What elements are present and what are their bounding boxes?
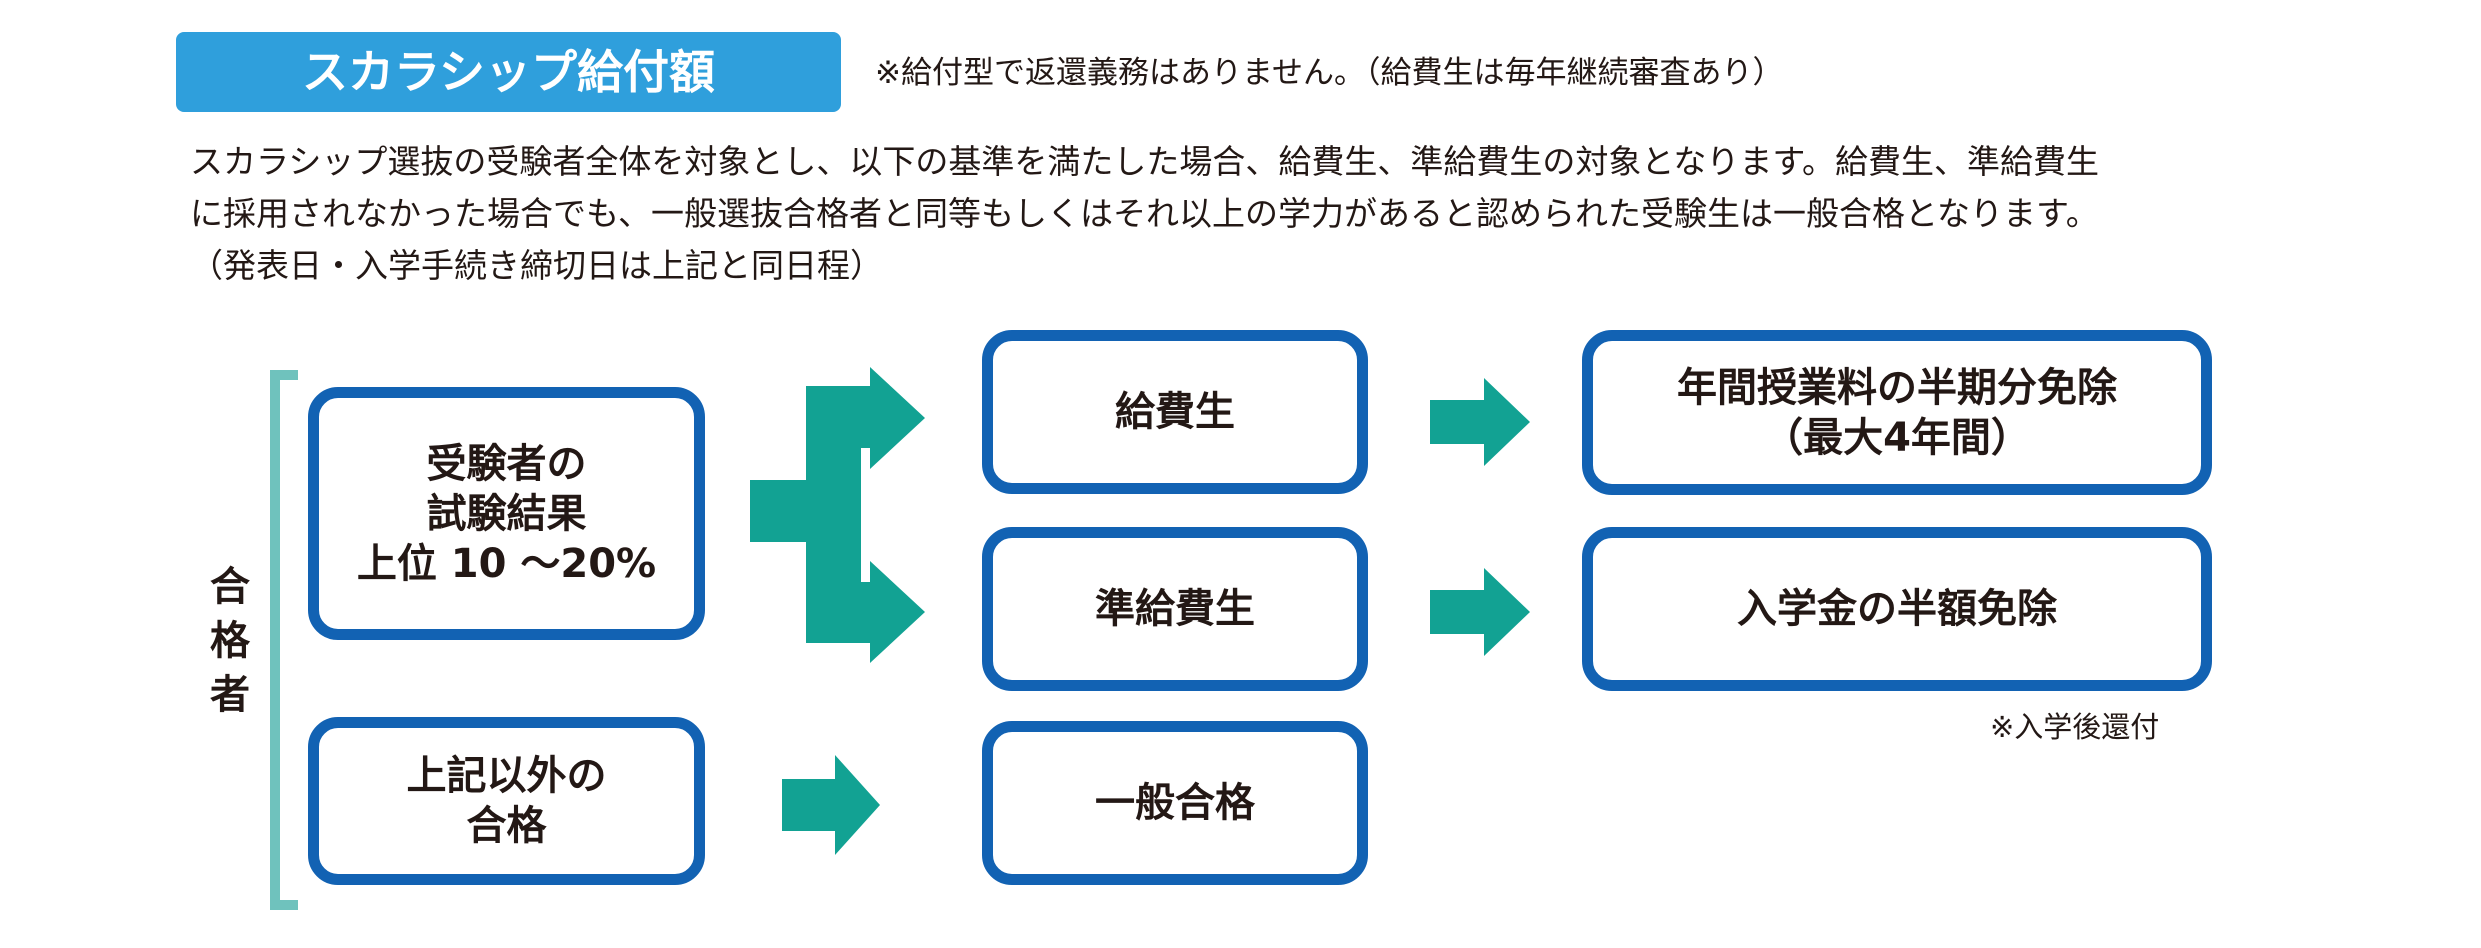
arrow-to-jun-kyuhisei: [806, 561, 925, 663]
other-criteria-box: 上記以外の 合格: [308, 717, 705, 885]
kyuhisei-text: 給費生: [1115, 389, 1235, 435]
arrow-to-admission-benefit: [1430, 568, 1530, 656]
bracket-label-text: 合 格 者: [210, 564, 250, 718]
jun-kyuhisei-text: 準給費生: [1095, 586, 1255, 632]
description-line-2: に採用されなかった場合でも、一般選抜合格者と同等もしくはそれ以上の学力があると認…: [190, 194, 2099, 233]
admission-benefit-text: 入学金の半額免除: [1737, 586, 2057, 632]
top-criteria-text: 受験者の 試験結果 上位 10 ～20%: [356, 440, 657, 587]
refund-footnote: ※入学後還付: [1990, 710, 2160, 744]
general-pass-box: 一般合格: [982, 721, 1368, 885]
description-line-1: スカラシップ選抜の受験者全体を対象とし、以下の基準を満たした場合、給費生、準給費…: [190, 142, 2100, 181]
description: スカラシップ選抜の受験者全体を対象とし、以下の基準を満たした場合、給費生、準給費…: [190, 136, 2410, 292]
other-criteria-text: 上記以外の 合格: [406, 753, 607, 849]
pass-bracket: [270, 370, 298, 910]
tuition-benefit-box: 年間授業料の半期分免除 （最大4年間）: [1582, 330, 2212, 495]
branch-vertical: [806, 415, 861, 615]
arrow-to-general: [782, 755, 880, 855]
header-note: ※給付型で返還義務はありません。（給費生は毎年継続審査あり）: [875, 55, 1784, 91]
general-pass-text: 一般合格: [1095, 780, 1255, 826]
title-badge: スカラシップ給付額: [176, 32, 841, 112]
top-criteria-box: 受験者の 試験結果 上位 10 ～20%: [308, 387, 705, 640]
arrow-to-tuition-benefit: [1430, 378, 1530, 466]
page-title: スカラシップ給付額: [301, 45, 716, 99]
arrow-to-kyuhisei: [806, 367, 925, 469]
jun-kyuhisei-box: 準給費生: [982, 527, 1368, 691]
admission-benefit-box: 入学金の半額免除: [1582, 527, 2212, 691]
tuition-benefit-text: 年間授業料の半期分免除 （最大4年間）: [1677, 364, 2117, 461]
description-line-3: （発表日・入学手続き締切日は上記と同日程）: [190, 246, 883, 285]
bracket-label: 合 格 者: [205, 560, 255, 722]
kyuhisei-box: 給費生: [982, 330, 1368, 494]
